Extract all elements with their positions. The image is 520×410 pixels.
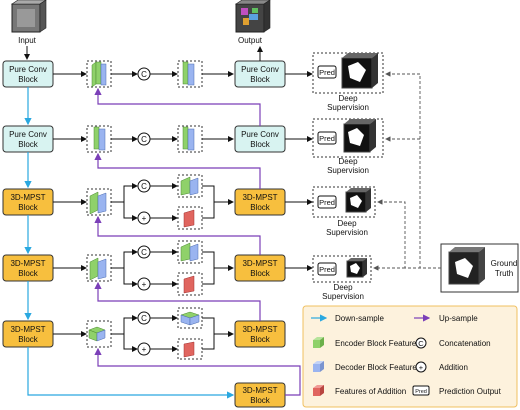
- decoder-block-5-title: 3D-MPST: [242, 325, 277, 334]
- row4-features: C +: [86, 240, 234, 296]
- decoder-block-2-subtitle: Block: [250, 140, 271, 149]
- pred-label-2: Pred: [319, 134, 335, 143]
- legend-pred-symbol: Pred: [415, 389, 427, 395]
- input-image: [11, 0, 47, 33]
- encoder-block-3-title: 3D-MPST: [10, 193, 45, 202]
- decoder-block-1-subtitle: Block: [250, 75, 271, 84]
- input-label: Input: [18, 36, 37, 45]
- legend-prediction-output: Prediction Output: [439, 387, 502, 396]
- deep-supervision-3: Pred: [312, 186, 376, 218]
- deep-supervision-2: Pred: [312, 118, 384, 158]
- concat-symbol-4: C: [141, 248, 147, 257]
- ground-truth: [440, 243, 519, 293]
- decoder-to-pred-arrows: [285, 71, 313, 271]
- concat-symbol-1: C: [141, 70, 147, 79]
- deep-supervision-1: Pred: [312, 52, 384, 94]
- pred-label-4: Pred: [319, 265, 335, 274]
- legend-down-sample: Down-sample: [335, 314, 384, 323]
- concat-symbol-3: C: [141, 182, 147, 191]
- ds1-label-line1: Deep: [338, 94, 358, 103]
- legend-up-sample: Up-sample: [439, 314, 478, 323]
- ds1-label-line2: Supervision: [327, 103, 369, 112]
- pred-label-3: Pred: [319, 198, 335, 207]
- bottleneck-block-subtitle: Block: [250, 396, 271, 405]
- row1-features: C: [86, 60, 234, 88]
- ds3-label-line1: Deep: [337, 219, 357, 228]
- encoder-block-4-subtitle: Block: [18, 269, 39, 278]
- legend-addition: Addition: [439, 363, 468, 372]
- decoder-block-4-title: 3D-MPST: [242, 259, 277, 268]
- ground-truth-label-line1: Ground: [491, 259, 518, 268]
- add-symbol-4: +: [142, 280, 147, 289]
- legend-green-cube-icon: [313, 337, 324, 348]
- down-sample-arrows: [24, 87, 235, 399]
- decoder-block-4-subtitle: Block: [250, 269, 271, 278]
- ds2-label-line1: Deep: [338, 157, 358, 166]
- legend-red-cube-icon: [313, 385, 324, 396]
- encoder-block-5-subtitle: Block: [18, 335, 39, 344]
- encoder-block-5-title: 3D-MPST: [10, 325, 45, 334]
- ds4-label-line1: Deep: [333, 283, 353, 292]
- output-label: Output: [238, 36, 263, 45]
- encoder-block-2-subtitle: Block: [18, 140, 39, 149]
- row5-features: C +: [86, 307, 234, 360]
- ds4-label-line2: Supervision: [322, 292, 364, 301]
- encoder-block-1-subtitle: Block: [18, 75, 39, 84]
- output-image: [235, 0, 271, 33]
- pred-label-1: Pred: [319, 68, 335, 77]
- add-symbol-5: +: [142, 345, 147, 354]
- decoder-block-1-title: Pure Conv: [241, 65, 279, 74]
- legend-encoder-features: Encoder Block Features: [335, 339, 420, 348]
- legend-pred-icon: [412, 385, 430, 396]
- ds3-label-line2: Supervision: [326, 228, 368, 237]
- legend-blue-cube-icon: [313, 361, 324, 372]
- concat-symbol-5: C: [141, 314, 147, 323]
- encoder-block-1-title: Pure Conv: [9, 65, 47, 74]
- legend-concat-icon: [415, 337, 427, 349]
- encoder-block-4-title: 3D-MPST: [10, 259, 45, 268]
- decoder-block-3-subtitle: Block: [250, 203, 271, 212]
- deep-supervision-4: Pred: [312, 255, 372, 283]
- legend-concatenation: Concatenation: [439, 339, 491, 348]
- decoder-block-2-title: Pure Conv: [241, 130, 279, 139]
- legend: Down-sample Up-sample Encoder Block Feat…: [302, 305, 518, 408]
- concat-symbol-2: C: [141, 135, 147, 144]
- decoder-block-3-title: 3D-MPST: [242, 193, 277, 202]
- up-sample-arrows: [94, 87, 301, 396]
- ds2-label-line2: Supervision: [327, 166, 369, 175]
- legend-add-symbol: +: [419, 363, 424, 372]
- legend-addition-features: Features of Addition: [335, 387, 406, 396]
- add-symbol-3: +: [142, 214, 147, 223]
- encoder-block-2-title: Pure Conv: [9, 130, 47, 139]
- bottleneck-block-title: 3D-MPST: [242, 386, 277, 395]
- legend-decoder-features: Decoder Block Features: [335, 363, 421, 372]
- legend-add-icon: [415, 361, 427, 373]
- ground-truth-label-line2: Truth: [495, 269, 513, 278]
- row2-features: C: [86, 125, 234, 153]
- skip-connections: [53, 71, 87, 337]
- supervision-dashed-lines: [373, 71, 441, 271]
- encoder-block-3-subtitle: Block: [18, 203, 39, 212]
- row3-features: C +: [86, 174, 234, 230]
- decoder-block-5-subtitle: Block: [250, 335, 271, 344]
- legend-concat-symbol: C: [418, 339, 424, 348]
